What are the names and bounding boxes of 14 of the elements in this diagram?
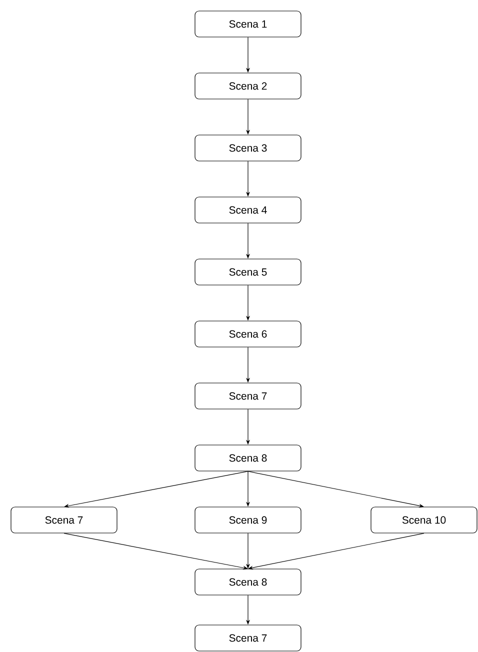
process-box: Scena 7	[194, 624, 302, 652]
process-box: Scena 3	[194, 134, 302, 162]
process-box: Scena 6	[194, 320, 302, 348]
process-box: Scena 10	[370, 506, 478, 534]
process-box: Scena 5	[194, 258, 302, 286]
arrow	[248, 533, 424, 570]
process-box: Scena 4	[194, 196, 302, 224]
process-box: Scena 8	[194, 444, 302, 472]
process-box: Scena 2	[194, 72, 302, 100]
process-box: Scena 1	[194, 10, 302, 38]
process-box: Scena 8	[194, 568, 302, 596]
process-box: Scena 7	[10, 506, 118, 534]
process-box: Scena 9	[194, 506, 302, 534]
process-box: Scena 7	[194, 382, 302, 410]
